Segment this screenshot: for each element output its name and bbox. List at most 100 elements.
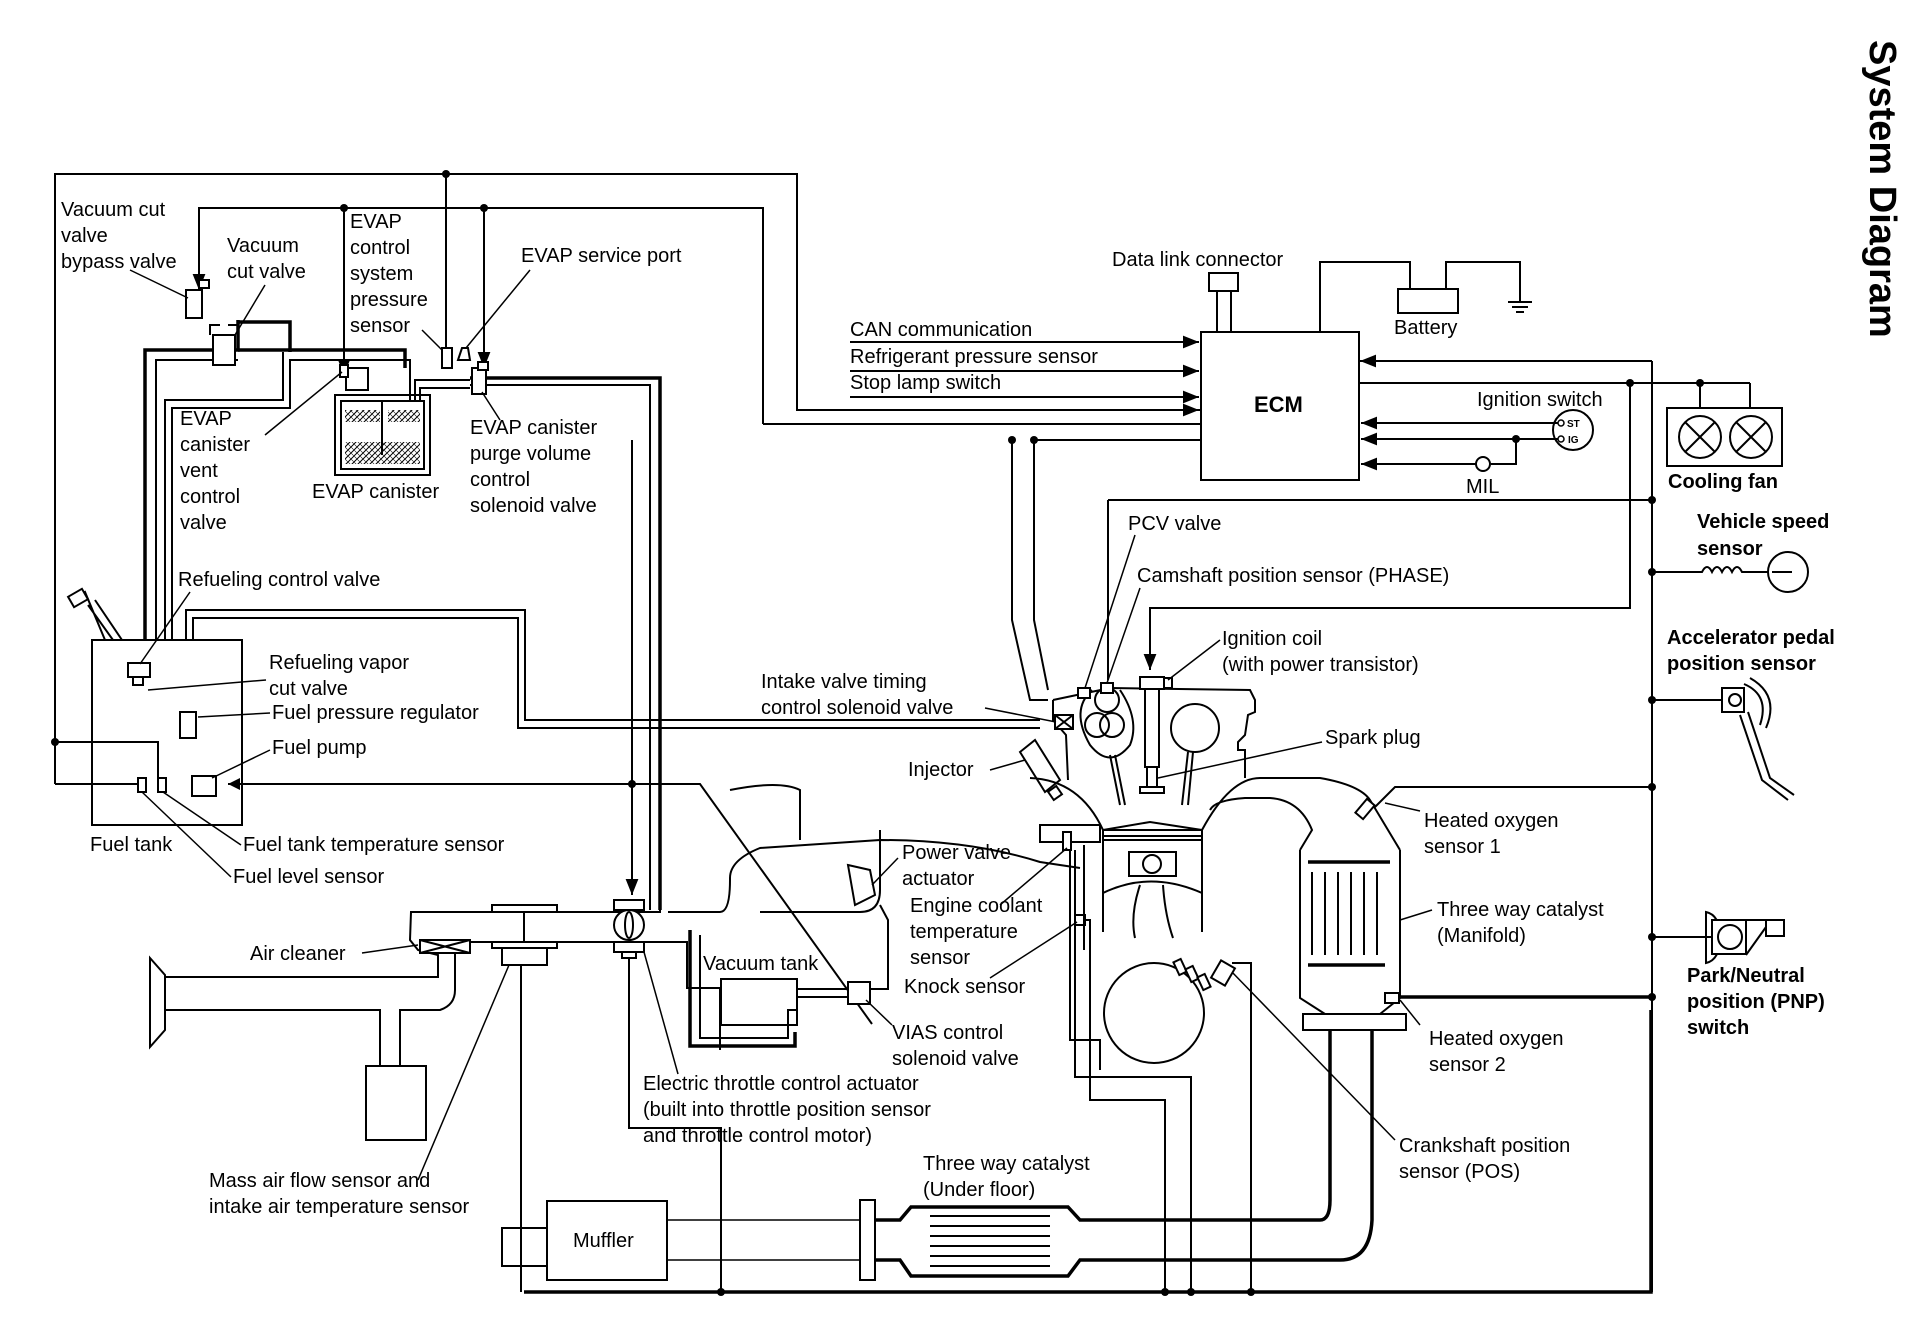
ecm-label: ECM — [1254, 392, 1303, 417]
vent-control-valve-label-1: EVAP — [180, 408, 232, 430]
heated-o2-sensor-1-label-1: Heated oxygen — [1424, 810, 1559, 832]
pcv-valve-label: PCV valve — [1128, 513, 1221, 535]
heated-o2-sensor-2-icon — [1384, 992, 1400, 1004]
purge-valve-label-3: control — [470, 469, 530, 491]
vias-valve-label-2: solenoid valve — [892, 1048, 1019, 1070]
air-inlet-icon — [149, 955, 166, 1050]
vias-solenoid-valve-icon — [847, 981, 871, 1005]
maf-sensor-icon — [501, 947, 548, 966]
throttle-actuator-label-2: (built into throttle position sensor — [643, 1099, 931, 1121]
cooling-fan-icon — [1678, 415, 1773, 459]
page-title: System Diagram — [1861, 40, 1903, 338]
throttle-actuator-label-3: and throttle control motor) — [643, 1125, 872, 1147]
fuel-tank-temp-sensor-label: Fuel tank temperature sensor — [243, 834, 505, 856]
pressure-sensor-label-4: pressure — [350, 289, 428, 311]
fuel-level-sensor-label: Fuel level sensor — [233, 866, 385, 888]
accelerator-pedal-icon — [1652, 677, 1795, 801]
fuel-pressure-regulator-label: Fuel pressure regulator — [272, 702, 479, 724]
heated-o2-sensor-2-label-1: Heated oxygen — [1429, 1028, 1564, 1050]
pressure-sensor-label-2: control — [350, 237, 410, 259]
accelerator-pedal-label-1: Accelerator pedal — [1667, 627, 1835, 649]
can-communication-label: CAN communication — [850, 319, 1032, 341]
evap-canister-label: EVAP canister — [312, 481, 439, 503]
vent-control-valve-label-3: vent — [180, 460, 218, 482]
fuel-tank-label: Fuel tank — [90, 834, 173, 856]
ignition-coil-icon — [1139, 676, 1165, 690]
injector-label: Injector — [908, 759, 974, 781]
vent-control-valve-label-4: control — [180, 486, 240, 508]
evap-system: Vacuum cut valve bypass valve Vacuum cut… — [61, 199, 682, 910]
fuel-level-sensor-icon — [137, 777, 147, 793]
purge-valve-label-2: purge volume — [470, 443, 591, 465]
vacuum-cut-bypass-valve-icon — [185, 289, 203, 319]
refrigerant-pressure-sensor-label: Refrigerant pressure sensor — [850, 346, 1098, 368]
service-port-icon — [456, 347, 472, 361]
service-port-label: EVAP service port — [521, 245, 682, 267]
purge-valve-icon — [471, 367, 487, 395]
data-link-connector-icon — [1208, 272, 1239, 292]
vent-control-valve-label-5: valve — [180, 512, 227, 534]
underfloor-catalyst-label-2: (Under floor) — [923, 1179, 1035, 1201]
fuel-pump-icon — [191, 775, 217, 797]
vacuum-cut-valve-label-2: cut valve — [227, 261, 306, 283]
power-valve-label-1: Power valve — [902, 842, 1011, 864]
fuel-tank-temp-sensor-icon — [157, 777, 167, 793]
vacuum-tank-icon — [720, 978, 798, 1026]
vias-valve-label-1: VIAS control — [892, 1022, 1003, 1044]
throttle-actuator-label-1: Electric throttle control actuator — [643, 1073, 919, 1095]
maf-sensor-label-1: Mass air flow sensor and — [209, 1170, 430, 1192]
pnp-switch-icon — [1652, 910, 1785, 965]
engine: PCV valve Camshaft position sensor (PHAS… — [643, 513, 1449, 1147]
vacuum-cut-valve-label-1: Vacuum — [227, 235, 299, 257]
heated-o2-sensor-1-icon — [1353, 797, 1377, 821]
air-cleaner-label: Air cleaner — [250, 943, 346, 965]
three-way-catalyst-manifold-label-1: Three way catalyst — [1437, 899, 1604, 921]
vacuum-cut-bypass-label-1: Vacuum cut — [61, 199, 166, 221]
coolant-temp-sensor-icon — [1062, 831, 1072, 851]
crankshaft-icon — [1103, 962, 1205, 1064]
svg-text:IG: IG — [1568, 435, 1579, 446]
fuel-tank-icon — [91, 639, 243, 826]
intake-exhaust: Air cleaner Mass air flow sensor and int… — [149, 784, 1374, 1281]
refueling-vapor-cut-valve-label-2: cut valve — [269, 678, 348, 700]
vent-control-valve-icon — [345, 367, 369, 391]
vacuum-tank-label: Vacuum tank — [703, 953, 819, 975]
pnp-switch-label-2: position (PNP) — [1687, 991, 1825, 1013]
underfloor-catalyst-label-1: Three way catalyst — [923, 1153, 1090, 1175]
ignition-coil-label-2: (with power transistor) — [1222, 654, 1419, 676]
ecm-box — [1200, 331, 1360, 481]
purge-valve-label-4: solenoid valve — [470, 495, 597, 517]
purge-valve-label-1: EVAP canister — [470, 417, 597, 439]
manifold-catalyst-icon — [1308, 860, 1390, 967]
pressure-sensor-icon — [441, 347, 453, 369]
muffler-label: Muffler — [573, 1230, 634, 1252]
muffler-icon — [546, 1200, 668, 1281]
coolant-temp-label-2: temperature — [910, 921, 1018, 943]
fuel-pressure-regulator-icon — [179, 711, 197, 739]
right-side-components: Cooling fan Vehicle speed sensor Acceler… — [1229, 407, 1835, 1183]
crankshaft-sensor-label-1: Crankshaft position — [1399, 1135, 1570, 1157]
vehicle-speed-sensor-label-2: sensor — [1697, 538, 1763, 560]
wiring — [51, 170, 1757, 1296]
spark-plug-label: Spark plug — [1325, 727, 1421, 749]
cooling-fan-label: Cooling fan — [1668, 471, 1778, 493]
fuel-pump-label: Fuel pump — [272, 737, 367, 759]
fuel-system: Refueling control valve Refueling vapor … — [66, 569, 1040, 888]
manifold-catalyst-flange — [1302, 1013, 1407, 1031]
data-link-connector-label: Data link connector — [1112, 249, 1284, 271]
throttle-body-icon — [613, 909, 645, 941]
heated-o2-sensor-2-label-2: sensor 2 — [1429, 1054, 1506, 1076]
coolant-temp-label-3: sensor — [910, 947, 970, 969]
spark-plug-icon — [1146, 766, 1158, 788]
battery-label: Battery — [1394, 317, 1457, 339]
accelerator-pedal-label-2: position sensor — [1667, 653, 1816, 675]
intake-valve-timing-label-2: control solenoid valve — [761, 697, 953, 719]
pressure-sensor-label-1: EVAP — [350, 211, 402, 233]
svg-text:ST: ST — [1567, 419, 1580, 430]
pnp-switch-label-3: switch — [1687, 1017, 1749, 1039]
maf-sensor-label-2: intake air temperature sensor — [209, 1196, 469, 1218]
refueling-control-valve-label: Refueling control valve — [178, 569, 380, 591]
refueling-vapor-cut-valve-icon — [127, 662, 151, 678]
intake-valve-timing-label-1: Intake valve timing — [761, 671, 927, 693]
